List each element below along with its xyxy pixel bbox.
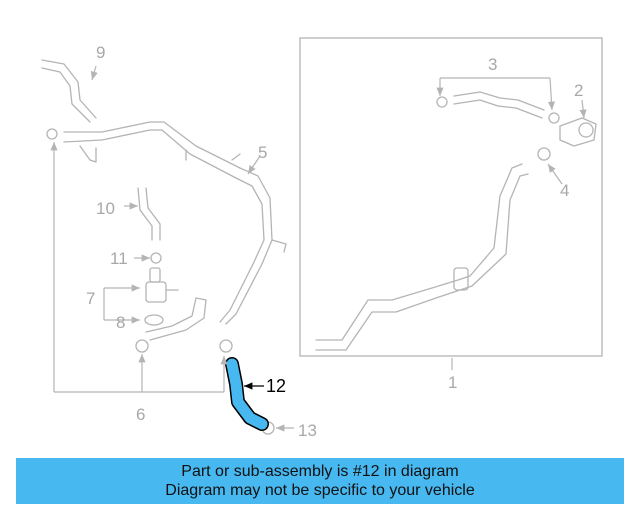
- part-7-valve[interactable]: [145, 267, 179, 303]
- callout-8: 8: [116, 313, 125, 332]
- callout-11: 11: [110, 249, 128, 268]
- callout-9: 9: [96, 43, 105, 62]
- banner-line-2: Diagram may not be specific to your vehi…: [165, 482, 475, 499]
- part-4-clamp[interactable]: [537, 147, 551, 161]
- part-6-bracket[interactable]: [46, 128, 233, 353]
- part-2-fitting[interactable]: [559, 117, 597, 147]
- part-1-heater-hose[interactable]: [315, 163, 529, 351]
- callout-10: 10: [96, 199, 115, 218]
- part-5-pipe[interactable]: [63, 121, 287, 325]
- callout-5: 5: [258, 143, 267, 162]
- callout-3: 3: [488, 55, 497, 74]
- callout-1: 1: [448, 373, 457, 392]
- leader-lines: [50, 65, 587, 432]
- callout-13: 13: [298, 421, 317, 440]
- part-12-hose-highlighted[interactable]: [225, 357, 269, 431]
- subassembly-box: [299, 37, 603, 357]
- part-10-hose[interactable]: [137, 187, 161, 241]
- part-9-hose[interactable]: [41, 59, 97, 123]
- callout-4: 4: [560, 181, 569, 200]
- part-8-gasket[interactable]: [144, 314, 164, 326]
- part-11-clamp[interactable]: [150, 252, 162, 264]
- callout-6: 6: [136, 405, 145, 424]
- part-3-hose[interactable]: [436, 91, 560, 124]
- info-banner: Part or sub-assembly is #12 in diagram D…: [16, 458, 624, 504]
- callout-12: 12: [266, 376, 286, 396]
- callout-7: 7: [86, 289, 95, 308]
- parts-diagram: 9 3 2 5 4 10 11 7 8 1 12 6 13: [41, 37, 603, 440]
- callout-2: 2: [574, 81, 583, 100]
- banner-line-1: Part or sub-assembly is #12 in diagram: [181, 463, 459, 480]
